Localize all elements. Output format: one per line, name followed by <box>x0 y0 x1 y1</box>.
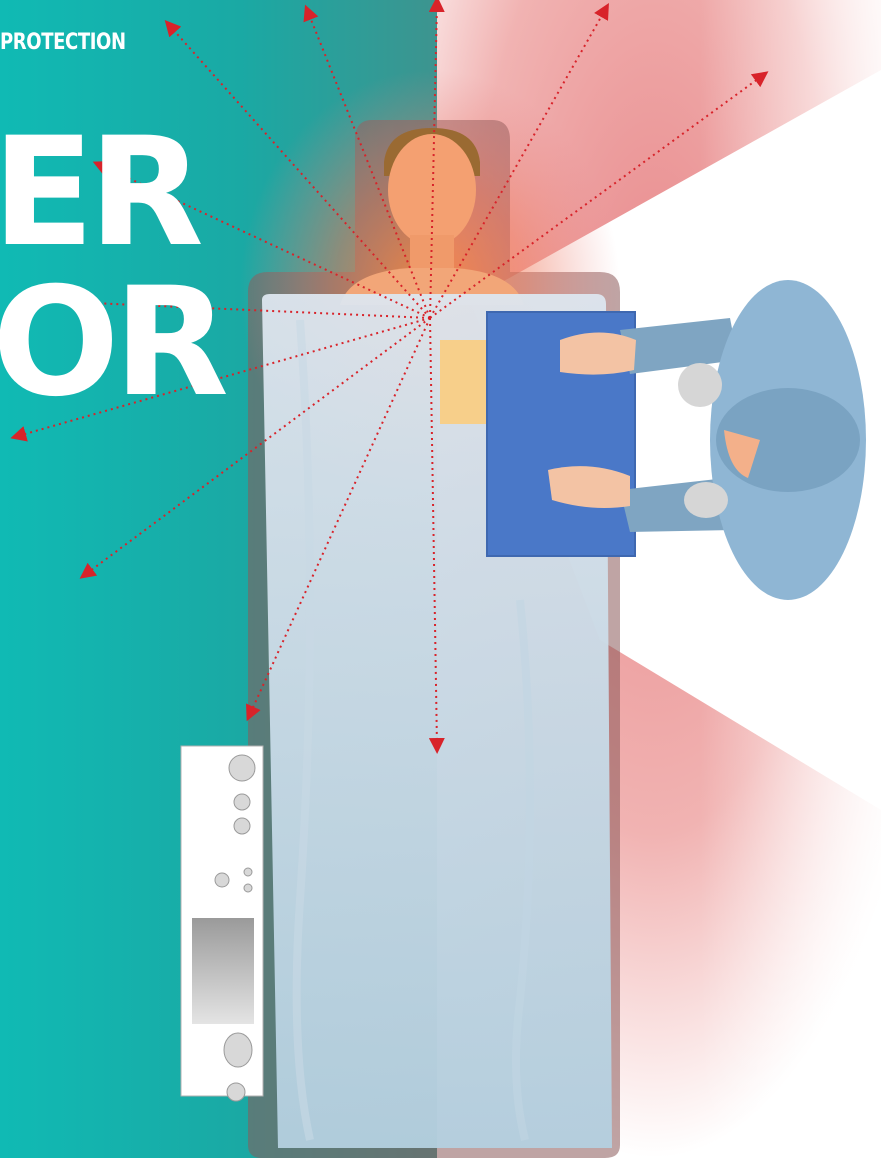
patient-head <box>388 134 476 246</box>
staff-hand-lower <box>548 466 630 508</box>
headline-line-2: OR <box>0 268 152 418</box>
console-screen <box>192 918 254 1024</box>
headline-kicker: PROTECTION <box>0 30 126 55</box>
staff-hand-upper <box>560 333 636 375</box>
headline-line-1: ER <box>0 118 152 268</box>
